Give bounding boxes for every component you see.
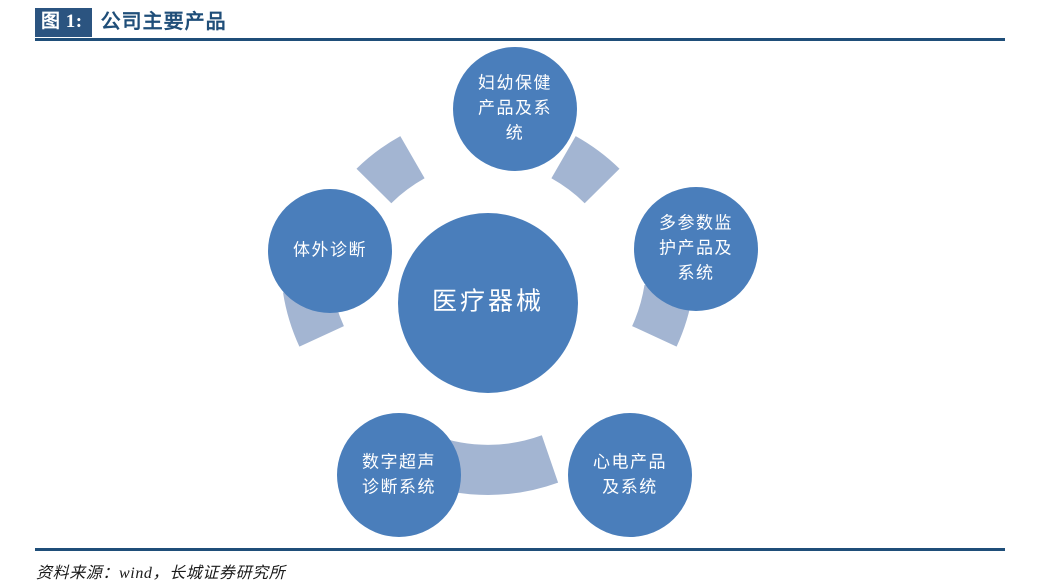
node-left: 体外诊断 — [268, 189, 392, 313]
node-top-circle — [453, 47, 577, 171]
node-left-label-line-1: 体外诊断 — [293, 240, 367, 259]
node-right-label-line-3: 系统 — [678, 263, 715, 282]
figure-title-row: 图 1: 公司主要产品 — [35, 7, 227, 37]
node-right-label-line-1: 多参数监 — [659, 213, 733, 232]
node-bottom-right-label-line-1: 心电产品 — [593, 452, 667, 471]
node-center: 医疗器械 — [398, 213, 578, 393]
node-top-label-line-1: 妇幼保健 — [478, 73, 552, 92]
node-top: 妇幼保健 产品及系 统 — [453, 47, 577, 171]
title-divider — [35, 38, 1005, 41]
footer-divider — [35, 548, 1005, 551]
node-center-circle — [398, 213, 578, 393]
page-title: 公司主要产品 — [100, 11, 227, 33]
node-bottom-left-circle — [337, 413, 461, 537]
figure-number-badge: 图 1: — [35, 7, 92, 37]
product-cycle-diagram: 医疗器械 妇幼保健 产品及系 统 多参数监 护产品及 系统 心电产品 及系统 — [0, 42, 1039, 542]
node-bottom-right-label-line-2: 及系统 — [602, 477, 658, 496]
node-bottom-left-label-line-1: 数字超声 — [362, 452, 436, 471]
node-right-label-line-2: 护产品及 — [659, 238, 733, 257]
node-left-circle — [268, 189, 392, 313]
node-bottom-right: 心电产品 及系统 — [568, 413, 692, 537]
node-bottom-right-circle — [568, 413, 692, 537]
arc-top-to-right — [551, 136, 620, 204]
arc-left-to-top — [356, 136, 425, 204]
node-right: 多参数监 护产品及 系统 — [634, 187, 758, 311]
node-bottom-left: 数字超声 诊断系统 — [337, 413, 461, 537]
node-top-label-line-2: 产品及系 — [478, 98, 552, 117]
node-center-label: 医疗器械 — [432, 288, 544, 316]
node-right-circle — [634, 187, 758, 311]
node-top-label-line-3: 统 — [506, 123, 525, 142]
source-note: 资料来源：wind，长城证券研究所 — [36, 565, 286, 582]
node-bottom-left-label-line-2: 诊断系统 — [362, 477, 436, 496]
